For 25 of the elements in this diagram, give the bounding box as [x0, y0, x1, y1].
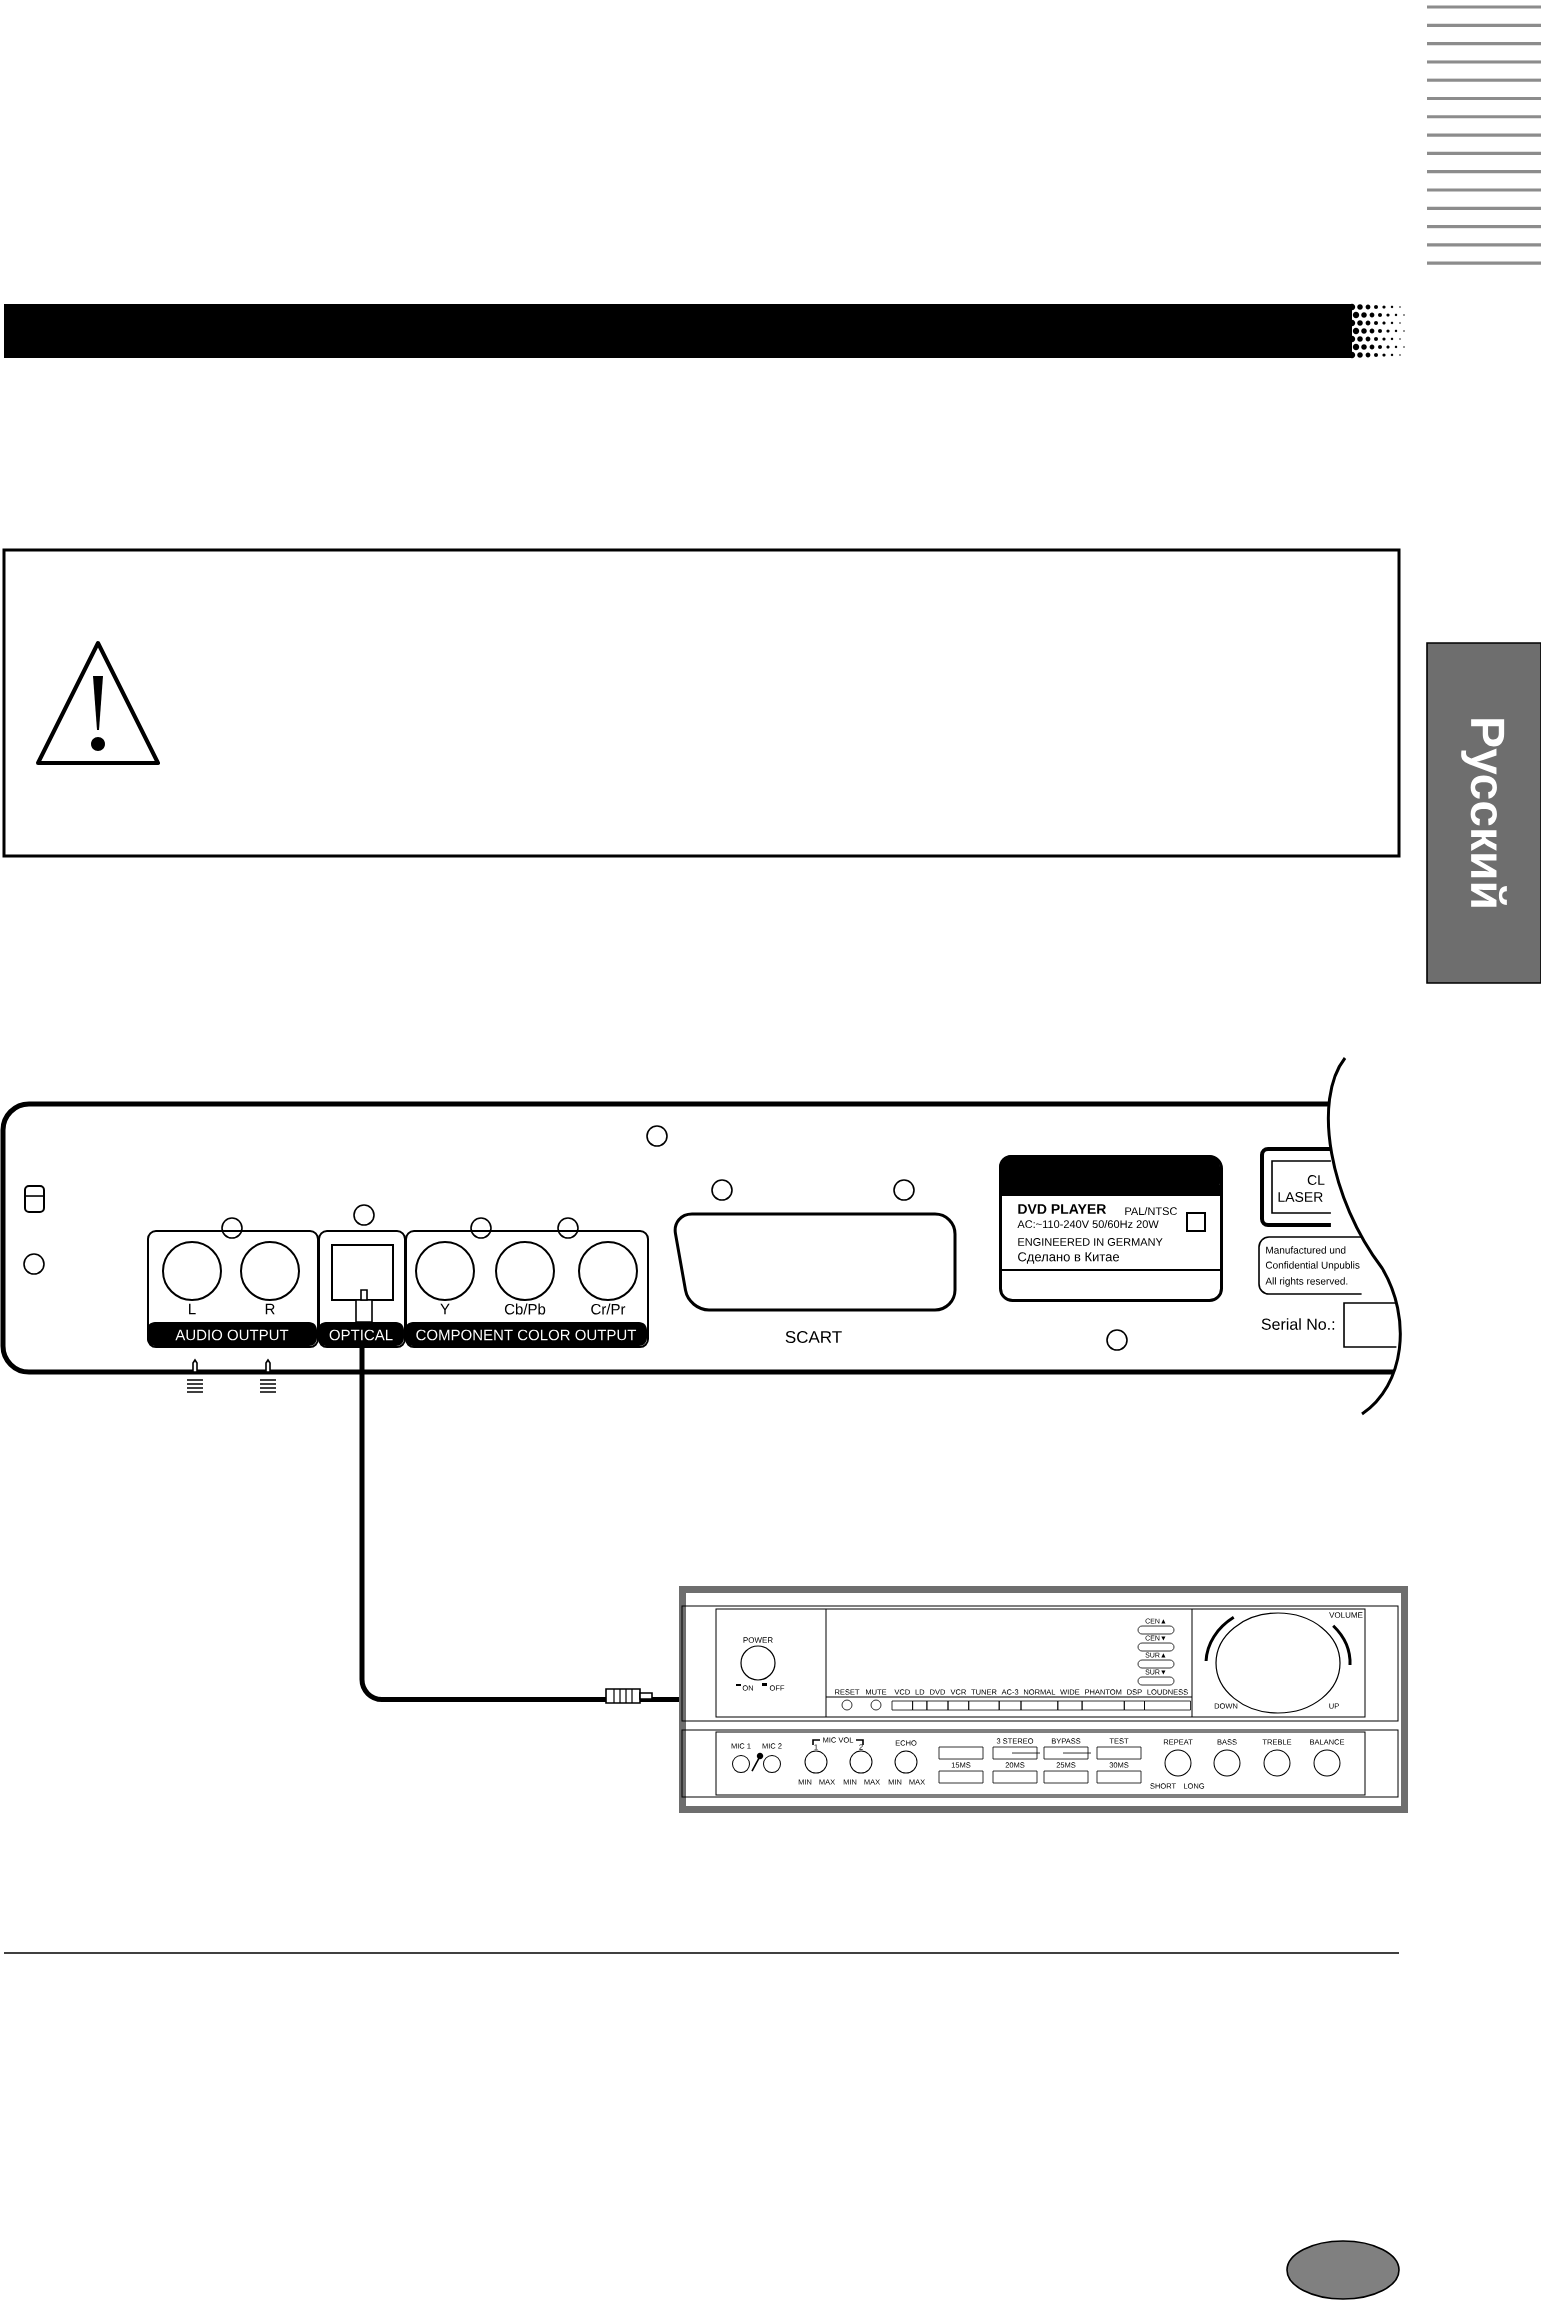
group-label: AUDIO OUTPUT — [175, 1329, 289, 1341]
control-label: VOLUME — [1329, 1612, 1363, 1618]
jack-label: Y — [440, 1303, 450, 1315]
notice-text: Manufactured und — [1266, 1246, 1346, 1254]
plate-text: PAL/NTSC — [1125, 1207, 1177, 1216]
jack-label: Cb/Pb — [504, 1303, 546, 1315]
language-tab: Русский — [1426, 642, 1541, 984]
label-text: CL — [1307, 1175, 1325, 1185]
rear-panel — [0, 1057, 1402, 1416]
group-label: OPTICAL — [329, 1329, 393, 1341]
plate-text: DVD PLAYER — [1018, 1204, 1107, 1214]
jack-label: L — [189, 1303, 196, 1315]
optical-cable — [359, 1348, 679, 1702]
label-text: LASER — [1278, 1192, 1323, 1202]
plate-text: ENGINEERED IN GERMANY — [1018, 1238, 1163, 1246]
plate-text: AC:~110-240V 50/60Hz 20W — [1017, 1220, 1159, 1229]
notice-text: All rights reserved. — [1265, 1277, 1348, 1287]
plate-text: Сделано в Китае — [1018, 1252, 1120, 1264]
field-label: Serial No.: — [1261, 1318, 1335, 1330]
group-label: COMPONENT COLOR OUTPUT — [416, 1329, 637, 1341]
notice-text: Confidential Unpublis — [1265, 1261, 1360, 1271]
jack-label: R — [265, 1303, 275, 1315]
jack-label: Cr/Pr — [591, 1303, 626, 1315]
control-label: POWER — [743, 1637, 773, 1643]
connector-label: SCART — [785, 1331, 842, 1343]
